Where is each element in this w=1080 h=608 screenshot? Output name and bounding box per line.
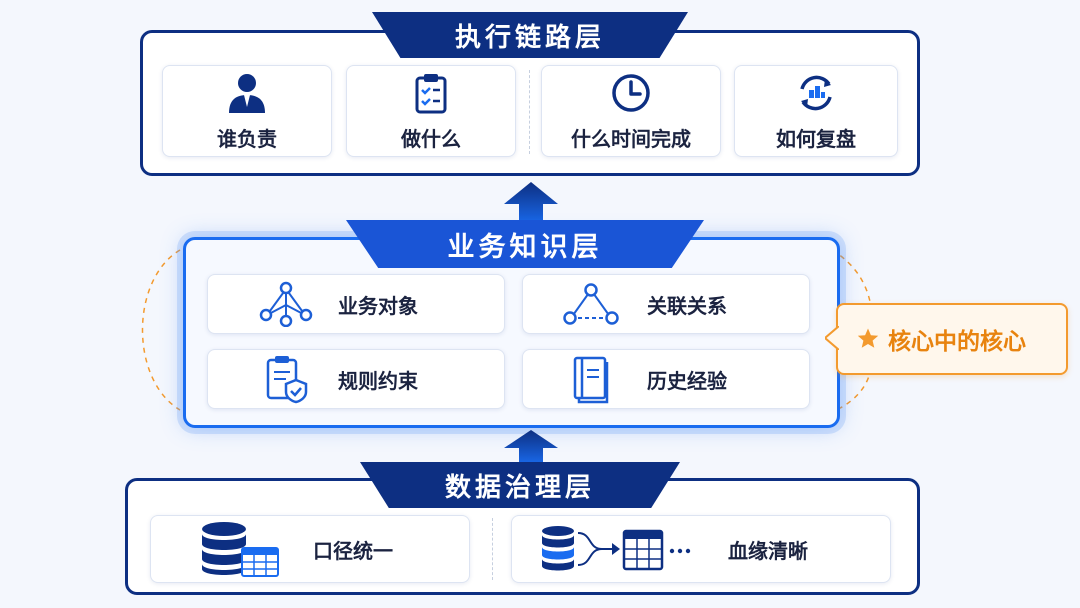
relation-triangle-icon bbox=[563, 283, 619, 325]
core-callout-label: 核心中的核心 bbox=[888, 329, 1026, 355]
knowledge-card-history-label: 历史经验 bbox=[647, 368, 727, 393]
exec-card-who-label: 谁负责 bbox=[217, 126, 277, 151]
checklist-clipboard-icon bbox=[415, 73, 447, 113]
exec-card-what-label: 做什么 bbox=[401, 126, 461, 151]
knowledge-card-objects: 业务对象 bbox=[207, 274, 505, 334]
governance-card-caliber: 口径统一 bbox=[150, 515, 470, 583]
callout-pointer bbox=[825, 326, 839, 350]
up-arrow-top bbox=[504, 182, 558, 226]
exec-card-when-label: 什么时间完成 bbox=[571, 126, 691, 151]
up-arrow-bottom bbox=[504, 430, 558, 466]
knowledge-card-rules-label: 规则约束 bbox=[338, 368, 418, 393]
clock-icon bbox=[612, 73, 650, 112]
book-icon bbox=[573, 356, 609, 404]
star-icon bbox=[857, 328, 879, 348]
governance-card-lineage-label: 血缘清晰 bbox=[728, 538, 808, 563]
object-graph-icon bbox=[259, 281, 313, 327]
rule-shield-icon bbox=[266, 356, 308, 404]
exec-card-review-label: 如何复盘 bbox=[776, 126, 856, 151]
review-cycle-icon bbox=[800, 75, 832, 110]
lineage-flow-icon bbox=[542, 526, 691, 571]
governance-card-caliber-label: 口径统一 bbox=[313, 538, 393, 563]
knowledge-card-rules: 规则约束 bbox=[207, 349, 505, 409]
database-table-icon bbox=[202, 522, 279, 577]
exec-card-who: 谁负责 bbox=[162, 65, 332, 157]
knowledge-card-relations: 关联关系 bbox=[522, 274, 810, 334]
knowledge-card-relations-label: 关联关系 bbox=[647, 293, 727, 318]
governance-divider bbox=[492, 518, 493, 580]
exec-card-what: 做什么 bbox=[346, 65, 516, 157]
knowledge-card-history: 历史经验 bbox=[522, 349, 810, 409]
exec-card-when: 什么时间完成 bbox=[541, 65, 721, 157]
knowledge-card-objects-label: 业务对象 bbox=[338, 293, 418, 318]
exec-card-review: 如何复盘 bbox=[734, 65, 898, 157]
person-icon bbox=[229, 73, 265, 113]
exec-divider bbox=[529, 70, 530, 154]
core-callout: 核心中的核心 bbox=[836, 303, 1068, 375]
governance-card-lineage: 血缘清晰 bbox=[511, 515, 891, 583]
knowledge-layer-title: 业务知识层 bbox=[346, 220, 704, 268]
governance-layer-title: 数据治理层 bbox=[360, 462, 680, 508]
execution-layer-title: 执行链路层 bbox=[372, 12, 688, 58]
